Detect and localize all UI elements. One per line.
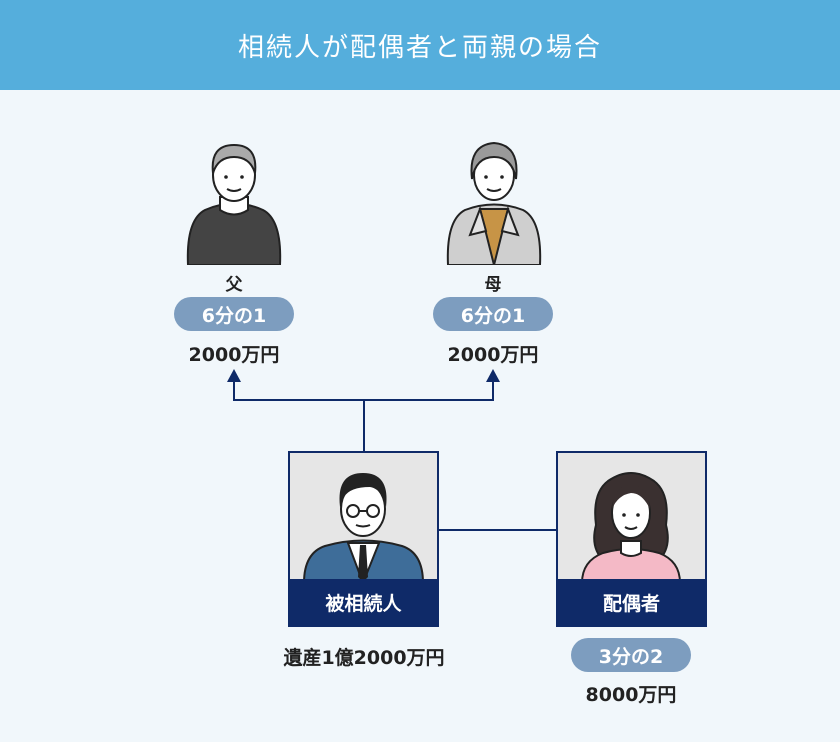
title-banner: 相続人が配偶者と両親の場合 — [0, 0, 840, 90]
spouse-label: 配偶者 — [558, 579, 705, 625]
deceased-illustration — [302, 473, 425, 583]
mother-illustration — [446, 141, 542, 265]
father-label: 父 — [225, 275, 243, 295]
father-share-badge: 6分の1 — [174, 297, 294, 331]
spouse-card: 配偶者 — [556, 451, 707, 627]
arrow-to-mother — [486, 369, 500, 382]
arrow-to-father — [227, 369, 241, 382]
spouse-amount: 8000万円 — [585, 684, 677, 706]
page-title: 相続人が配偶者と両親の場合 — [237, 32, 602, 63]
spouse-share-badge: 3分の2 — [571, 638, 691, 672]
line-to-mother — [364, 380, 494, 401]
father-illustration — [186, 143, 282, 265]
deceased-card: 被相続人 — [288, 451, 439, 627]
father-amount: 2000万円 — [188, 344, 280, 366]
mother-amount: 2000万円 — [447, 344, 539, 366]
deceased-estate: 遺産1億2000万円 — [283, 647, 445, 669]
mother-share-badge: 6分の1 — [433, 297, 553, 331]
deceased-label: 被相続人 — [290, 579, 437, 625]
spouse-illustration — [580, 472, 682, 583]
mother-label: 母 — [484, 275, 502, 295]
line-to-parents — [233, 380, 365, 451]
